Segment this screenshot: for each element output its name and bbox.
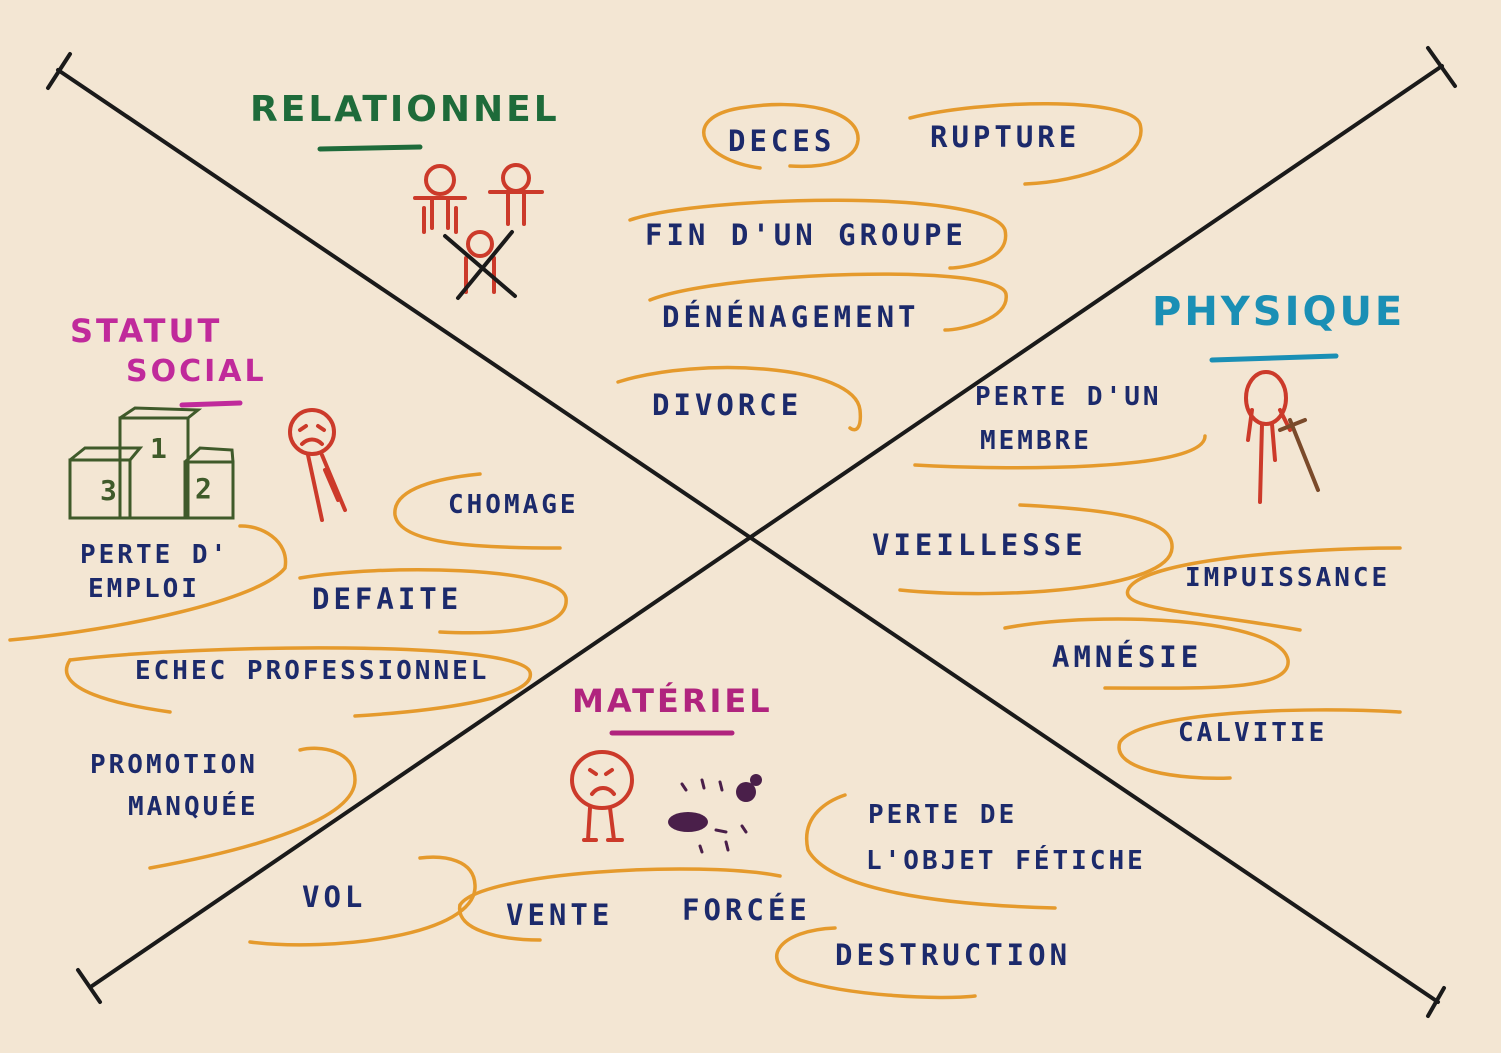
swoosh-demenagement: [648, 272, 1008, 332]
physique-title: PHYSIQUE: [1152, 289, 1406, 335]
swoosh-fin-groupe: [628, 198, 1008, 270]
physique-underline: [1209, 353, 1339, 363]
swoosh-vente-tail: [458, 903, 542, 942]
item-perte-emploi-line2: EMPLOI: [88, 574, 200, 604]
crutch-icon: [1278, 418, 1320, 492]
item-vol: VOL: [302, 880, 367, 914]
axis-endcap-top-left: [46, 52, 72, 90]
cross-out-icon: [443, 230, 517, 300]
swoosh-perte-objet: [804, 793, 1057, 910]
axis-endcap-bottom-left: [76, 968, 102, 1004]
swoosh-divorce: [616, 365, 863, 432]
podium-icon: [68, 406, 235, 520]
axis-endcap-bottom-right: [1426, 986, 1446, 1018]
axis-diagonal-top-right: [90, 64, 1444, 988]
swoosh-amnesie: [1003, 617, 1290, 690]
item-calvitie: CALVITIE: [1178, 718, 1328, 748]
item-impuissance: IMPUISSANCE: [1185, 563, 1391, 593]
swoosh-echec-tail: [65, 658, 172, 714]
three-people-icon: [413, 163, 544, 294]
axis-endcap-top-right: [1426, 46, 1457, 88]
item-echec-professionnel: ECHEC PROFESSIONNEL: [135, 656, 490, 686]
person-with-crutch-icon: [1244, 370, 1292, 504]
item-defaite: DEFAITE: [312, 582, 463, 616]
statut-title-line2: SOCIAL: [126, 354, 267, 389]
swoosh-vente: [458, 867, 782, 907]
broken-object-icon: [668, 774, 762, 832]
swoosh-defaite: [298, 567, 568, 635]
swoosh-perte-membre: [913, 434, 1207, 470]
swoosh-vieillesse: [898, 503, 1174, 596]
sad-person-icon: [288, 408, 347, 522]
swoosh-calvitie: [1117, 708, 1402, 780]
swoosh-vol: [248, 855, 477, 947]
podium-first: 1: [150, 432, 167, 465]
swoosh-deces: [702, 102, 860, 170]
item-forcee: FORCÉE: [682, 893, 811, 927]
relationnel-underline: [317, 144, 423, 152]
statut-underline: [179, 400, 243, 408]
item-vieillesse: VIEILLESSE: [872, 528, 1087, 562]
item-promotion-line1: PROMOTION: [90, 750, 258, 780]
item-perte-membre-line1: PERTE D'UN: [975, 382, 1162, 412]
item-destruction: DESTRUCTION: [835, 938, 1072, 972]
axis-diagonal-top-left: [56, 68, 1440, 1004]
materiel-title: MATÉRIEL: [572, 682, 773, 720]
item-vente: VENTE: [506, 898, 614, 932]
swoosh-promotion: [148, 746, 357, 870]
swoosh-chomage: [393, 472, 562, 550]
item-chomage: CHOMAGE: [448, 490, 579, 520]
item-deces: DECES: [728, 124, 836, 158]
item-fin-groupe: FIN D'UN GROUPE: [645, 218, 967, 252]
podium-second: 2: [195, 472, 212, 505]
item-perte-objet-line1: PERTE DE: [868, 800, 1018, 830]
swoosh-echec: [68, 646, 532, 718]
swoosh-rupture: [908, 102, 1143, 186]
item-demenagement: DÉNÉNAGEMENT: [662, 300, 920, 334]
item-amnesie: AMNÉSIE: [1052, 640, 1203, 674]
item-perte-objet-line2: L'OBJET FÉTICHE: [866, 846, 1146, 876]
item-perte-emploi-line1: PERTE D': [80, 540, 230, 570]
item-perte-membre-line2: MEMBRE: [980, 426, 1092, 456]
podium-third: 3: [100, 474, 117, 507]
swoosh-perte-emploi: [8, 524, 288, 642]
item-rupture: RUPTURE: [930, 120, 1081, 154]
relationnel-title: RELATIONNEL: [250, 89, 560, 130]
item-divorce: DIVORCE: [652, 388, 803, 422]
item-promotion-line2: MANQUÉE: [128, 792, 259, 822]
statut-title-line1: STATUT: [70, 312, 223, 350]
sad-face-icon: [570, 750, 634, 842]
debris-lines-icon: [680, 778, 748, 854]
swoosh-destruction: [775, 926, 977, 1000]
swoosh-impuissance: [1125, 546, 1402, 632]
